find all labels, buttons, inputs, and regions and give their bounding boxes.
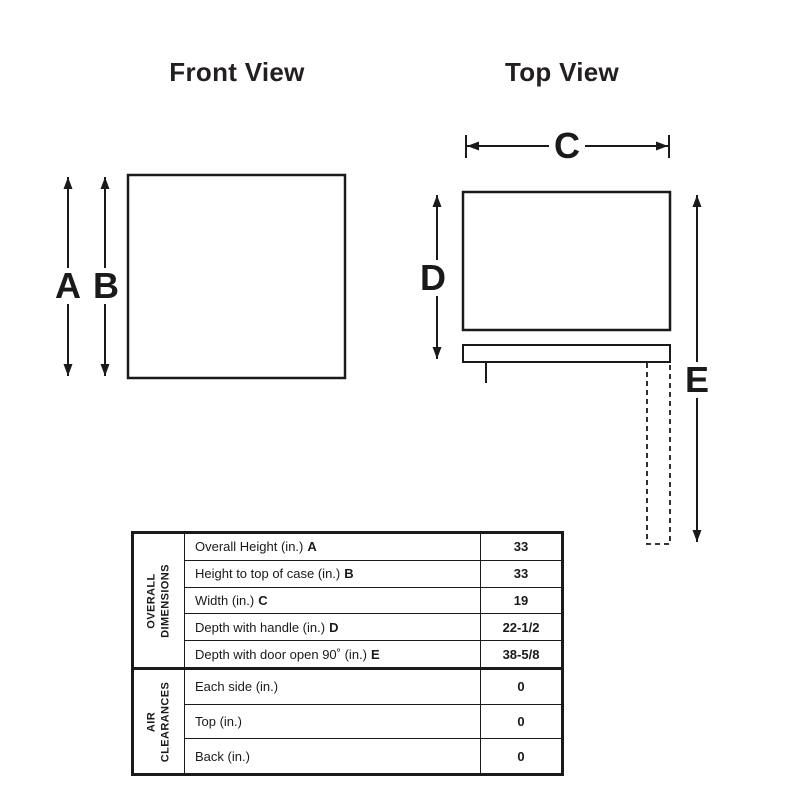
spec-value: 33 xyxy=(513,566,529,582)
top-view-case xyxy=(461,190,672,332)
spec-letter: A xyxy=(307,539,317,555)
spec-letter: B xyxy=(344,566,354,582)
spec-label: Top (in.) xyxy=(185,704,481,739)
spec-label-text: Each side (in.) xyxy=(195,679,279,695)
rotated-section-title: OVERALL DIMENSIONS xyxy=(145,563,171,638)
table-row: Overall Height (in.)A 33 xyxy=(185,534,561,560)
spec-letter: C xyxy=(258,592,268,608)
overall-dimensions-rows: Overall Height (in.)A 33 Height to top o… xyxy=(185,534,561,667)
spec-value: 0 xyxy=(517,714,525,729)
section-header-overall-dimensions: OVERALL DIMENSIONS xyxy=(134,534,185,667)
front-view-case xyxy=(126,173,347,380)
dim-label-c: C xyxy=(549,128,585,164)
section-air-clearances: AIR CLEARANCES Each side (in.) 0 Top (in… xyxy=(134,667,561,774)
table-row: Back (in.) 0 xyxy=(185,738,561,774)
spec-label-text: Top (in.) xyxy=(195,714,242,729)
spec-label-text: Height to top of case (in.) xyxy=(195,566,341,582)
section-header-air-clearances: AIR CLEARANCES xyxy=(134,670,185,773)
dim-label-b: B xyxy=(88,268,124,304)
spec-value: 22-1/2 xyxy=(502,619,540,635)
dim-label-a: A xyxy=(50,268,86,304)
rotated-section-title: AIR CLEARANCES xyxy=(145,681,171,762)
spec-label-text: Depth with door open 90˚ (in.) xyxy=(195,646,367,662)
spec-label: Width (in.)C xyxy=(185,587,481,614)
table-row: Each side (in.) 0 xyxy=(185,670,561,704)
table-row: Depth with handle (in.)D 22-1/2 xyxy=(185,613,561,641)
table-row: Height to top of case (in.)B 33 xyxy=(185,559,561,587)
air-clearances-rows: Each side (in.) 0 Top (in.) 0 Back (in.)… xyxy=(185,670,561,774)
spec-label-text: Width (in.) xyxy=(195,592,255,608)
dim-label-e: E xyxy=(679,362,715,398)
spec-label: Depth with door open 90˚ (in.)E xyxy=(185,641,481,667)
spec-label-text: Overall Height (in.) xyxy=(195,539,304,555)
spec-value: 19 xyxy=(513,592,529,608)
spec-value: 0 xyxy=(517,679,525,695)
table-row: Depth with door open 90˚ (in.)E 38-5/8 xyxy=(185,640,561,667)
spec-label: Height to top of case (in.)B xyxy=(185,560,481,587)
spec-letter: E xyxy=(370,646,380,662)
spec-value: 33 xyxy=(513,539,529,555)
section-overall-dimensions: OVERALL DIMENSIONS Overall Height (in.)A… xyxy=(134,534,561,667)
spec-label-text: Depth with handle (in.) xyxy=(195,619,326,635)
table-row: Top (in.) 0 xyxy=(185,703,561,739)
spec-letter: D xyxy=(329,619,339,635)
spec-label: Depth with handle (in.)D xyxy=(185,614,481,641)
spec-label: Back (in.) xyxy=(185,739,481,774)
top-view-handle xyxy=(462,344,671,363)
dim-label-d: D xyxy=(415,260,451,296)
top-view-open-door-dashed xyxy=(646,351,671,545)
spec-value: 0 xyxy=(517,748,525,764)
spec-label: Overall Height (in.)A xyxy=(185,534,481,560)
spec-label-text: Back (in.) xyxy=(195,748,250,764)
table-row: Width (in.)C 19 xyxy=(185,586,561,614)
spec-value: 38-5/8 xyxy=(502,646,540,662)
top-view-title: Top View xyxy=(504,57,620,87)
spec-label: Each side (in.) xyxy=(185,670,481,704)
spec-table: OVERALL DIMENSIONS Overall Height (in.)A… xyxy=(131,531,564,776)
front-view-title: Front View xyxy=(169,57,305,87)
